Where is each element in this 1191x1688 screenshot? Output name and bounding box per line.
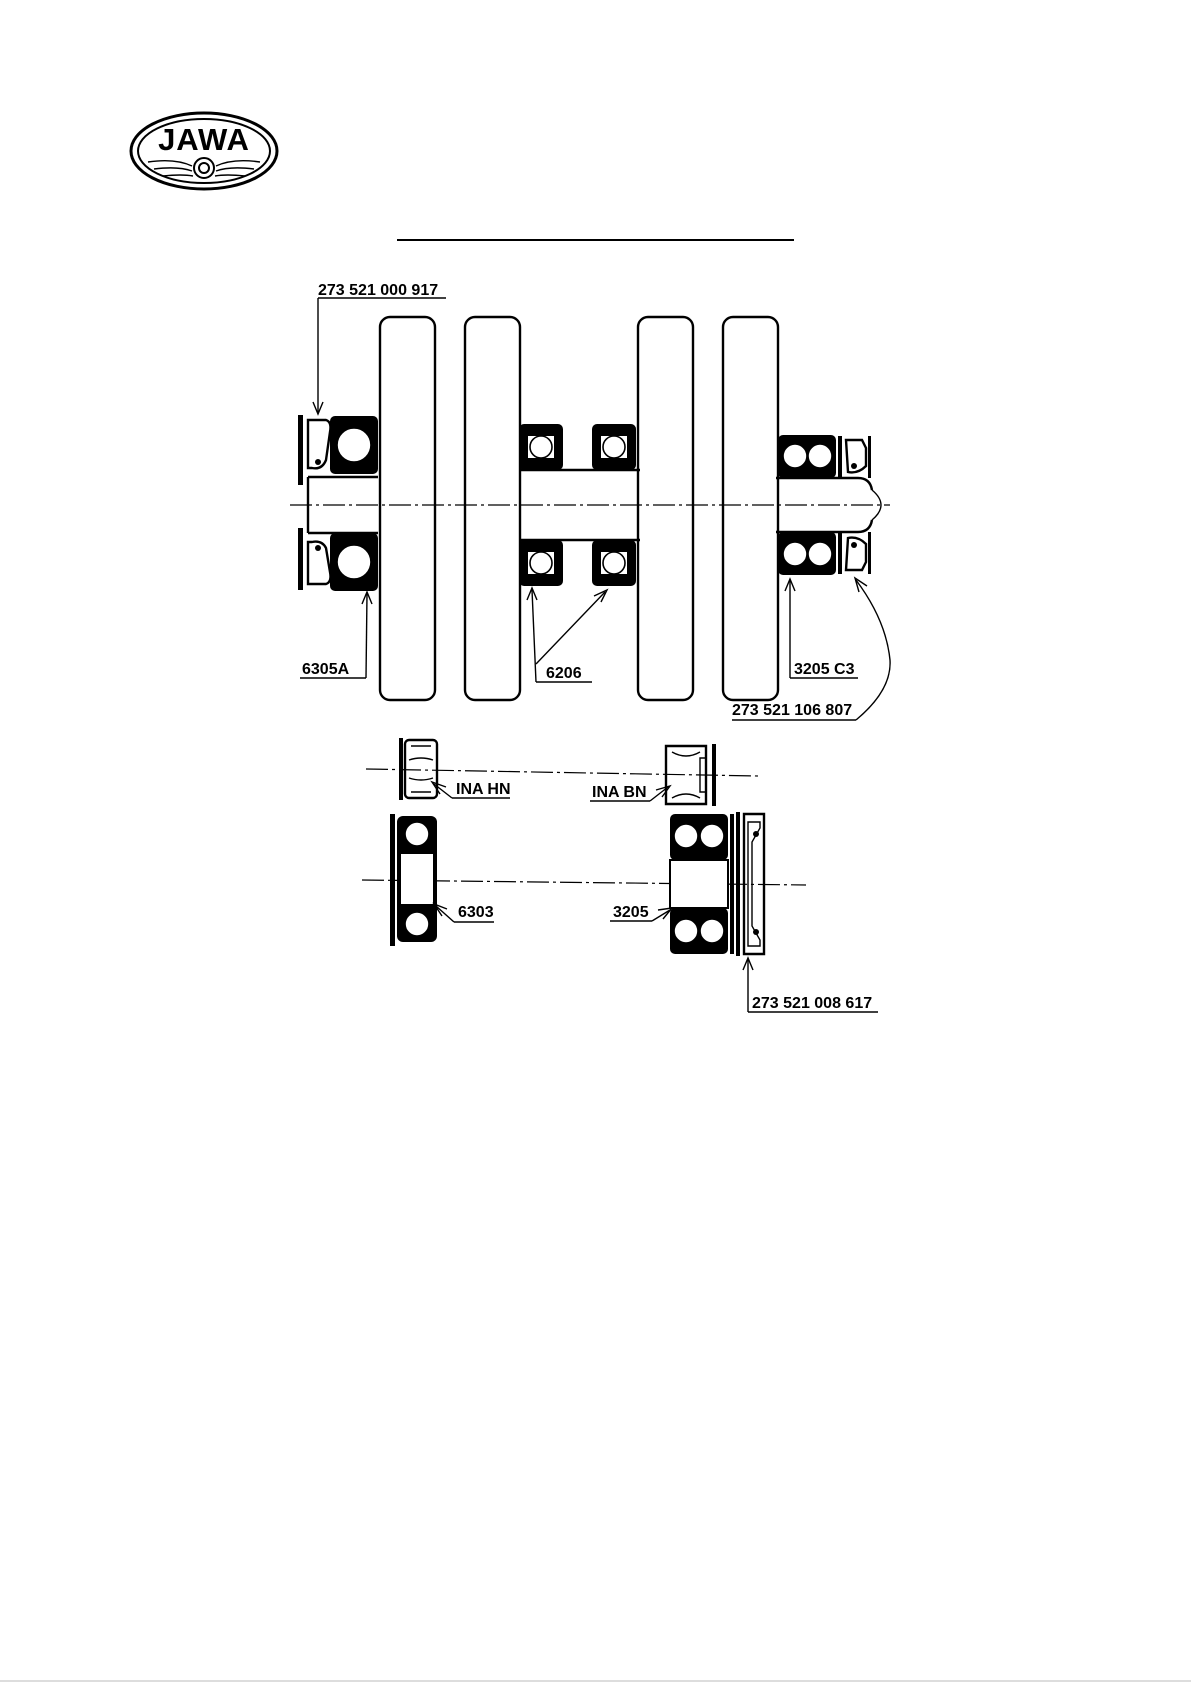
svg-text:INA BN: INA BN [592, 784, 647, 801]
flywheel-1 [380, 317, 435, 700]
svg-text:3205 C3: 3205 C3 [794, 661, 855, 678]
svg-text:INA HN: INA HN [456, 781, 511, 798]
logo-text: JAWA [158, 122, 250, 157]
seal-left [298, 415, 331, 590]
label-seal-right: 273 521 106 807 [732, 578, 890, 720]
flywheel-4 [723, 317, 778, 700]
svg-text:6305A: 6305A [302, 661, 350, 678]
svg-text:3205: 3205 [613, 904, 649, 921]
svg-text:273 521 106 807: 273 521 106 807 [732, 702, 852, 719]
needle-bearing-ina-hn: INA HN [366, 738, 758, 800]
label-bearing-3205c3: 3205 C3 [785, 579, 858, 678]
label-bearing-6206: 6206 [527, 588, 607, 682]
svg-text:6303: 6303 [458, 904, 494, 921]
bearing-3205: 3205 [610, 814, 728, 954]
crankshaft-assembly [290, 317, 890, 700]
svg-text:273 521 000 917: 273 521 000 917 [318, 282, 438, 299]
svg-text:6206: 6206 [546, 665, 582, 682]
svg-text:273 521 008 617: 273 521 008 617 [752, 995, 872, 1012]
bearing-6305a [330, 416, 378, 591]
seal-273-521-008-617: 273 521 008 617 [730, 812, 878, 1012]
flywheel-2 [465, 317, 520, 700]
jawa-logo: JAWA [131, 113, 277, 189]
flywheel-3 [638, 317, 693, 700]
label-bearing-6305a: 6305A [300, 592, 372, 678]
